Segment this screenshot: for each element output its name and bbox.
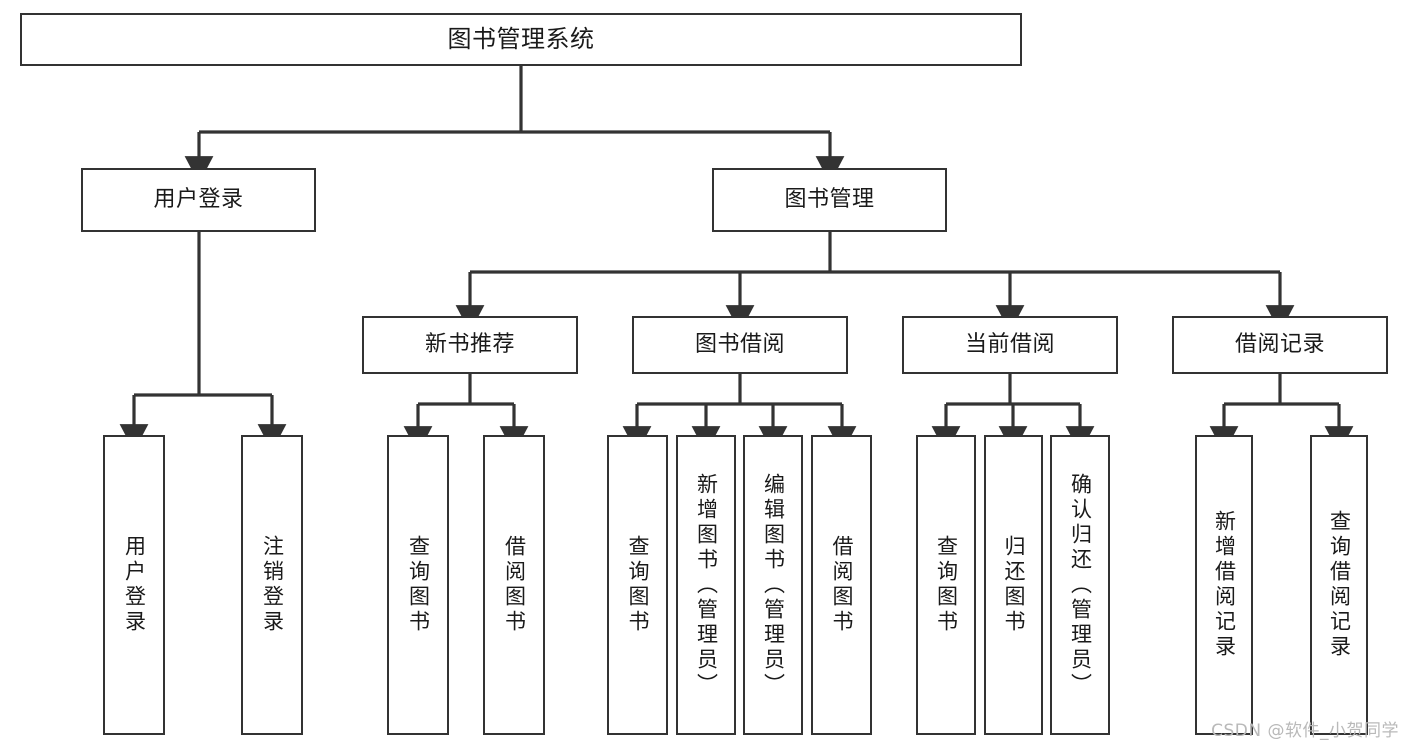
node-borrow-records[interactable]: 借阅记录 [1172,316,1388,374]
node-label: 借阅记录 [1234,332,1325,358]
node-leaf-borrow-book[interactable]: 借阅图书 [811,435,872,735]
node-leaf-query-book-recommend[interactable]: 查询图书 [387,435,449,735]
node-book-management[interactable]: 图书管理 [712,168,947,232]
node-label: 用户登录 [122,535,147,635]
node-user-login[interactable]: 用户登录 [81,168,316,232]
node-new-book-recommend[interactable]: 新书推荐 [362,316,578,374]
node-leaf-query-book-current[interactable]: 查询图书 [916,435,976,735]
node-leaf-add-borrow-record[interactable]: 新增借阅记录 [1195,435,1253,735]
node-label: 新增图书（管理员） [694,472,719,698]
node-leaf-user-login[interactable]: 用户登录 [103,435,165,735]
node-label: 查询图书 [934,535,959,635]
node-leaf-add-book-admin[interactable]: 新增图书（管理员） [676,435,736,735]
node-leaf-confirm-return-admin[interactable]: 确认归还（管理员） [1050,435,1110,735]
node-leaf-logout[interactable]: 注销登录 [241,435,303,735]
node-leaf-query-borrow-record[interactable]: 查询借阅记录 [1310,435,1368,735]
node-book-borrow[interactable]: 图书借阅 [632,316,848,374]
node-label: 借阅图书 [830,535,854,635]
node-label: 借阅图书 [502,535,527,635]
node-label: 查询图书 [626,535,650,635]
node-root-system[interactable]: 图书管理系统 [20,13,1022,66]
node-label: 确认归还（管理员） [1068,472,1093,698]
node-label: 图书借阅 [694,332,785,358]
node-label: 新增借阅记录 [1212,510,1237,660]
node-label: 归还图书 [1002,535,1026,635]
node-leaf-return-book[interactable]: 归还图书 [984,435,1043,735]
node-label: 图书管理 [784,187,875,213]
node-label: 查询图书 [406,535,431,635]
node-leaf-borrow-book-recommend[interactable]: 借阅图书 [483,435,545,735]
node-label: 查询借阅记录 [1327,510,1352,660]
node-label: 编辑图书（管理员） [761,472,786,698]
node-leaf-edit-book-admin[interactable]: 编辑图书（管理员） [743,435,803,735]
node-leaf-query-book-borrow[interactable]: 查询图书 [607,435,668,735]
node-label: 当前借阅 [964,332,1055,358]
csdn-watermark: CSDN @软件_小贺同学 [1211,721,1399,741]
node-label: 图书管理系统 [447,25,595,54]
node-label: 新书推荐 [424,332,515,358]
node-label: 用户登录 [153,187,244,213]
node-current-borrow[interactable]: 当前借阅 [902,316,1118,374]
node-label: 注销登录 [260,535,285,635]
